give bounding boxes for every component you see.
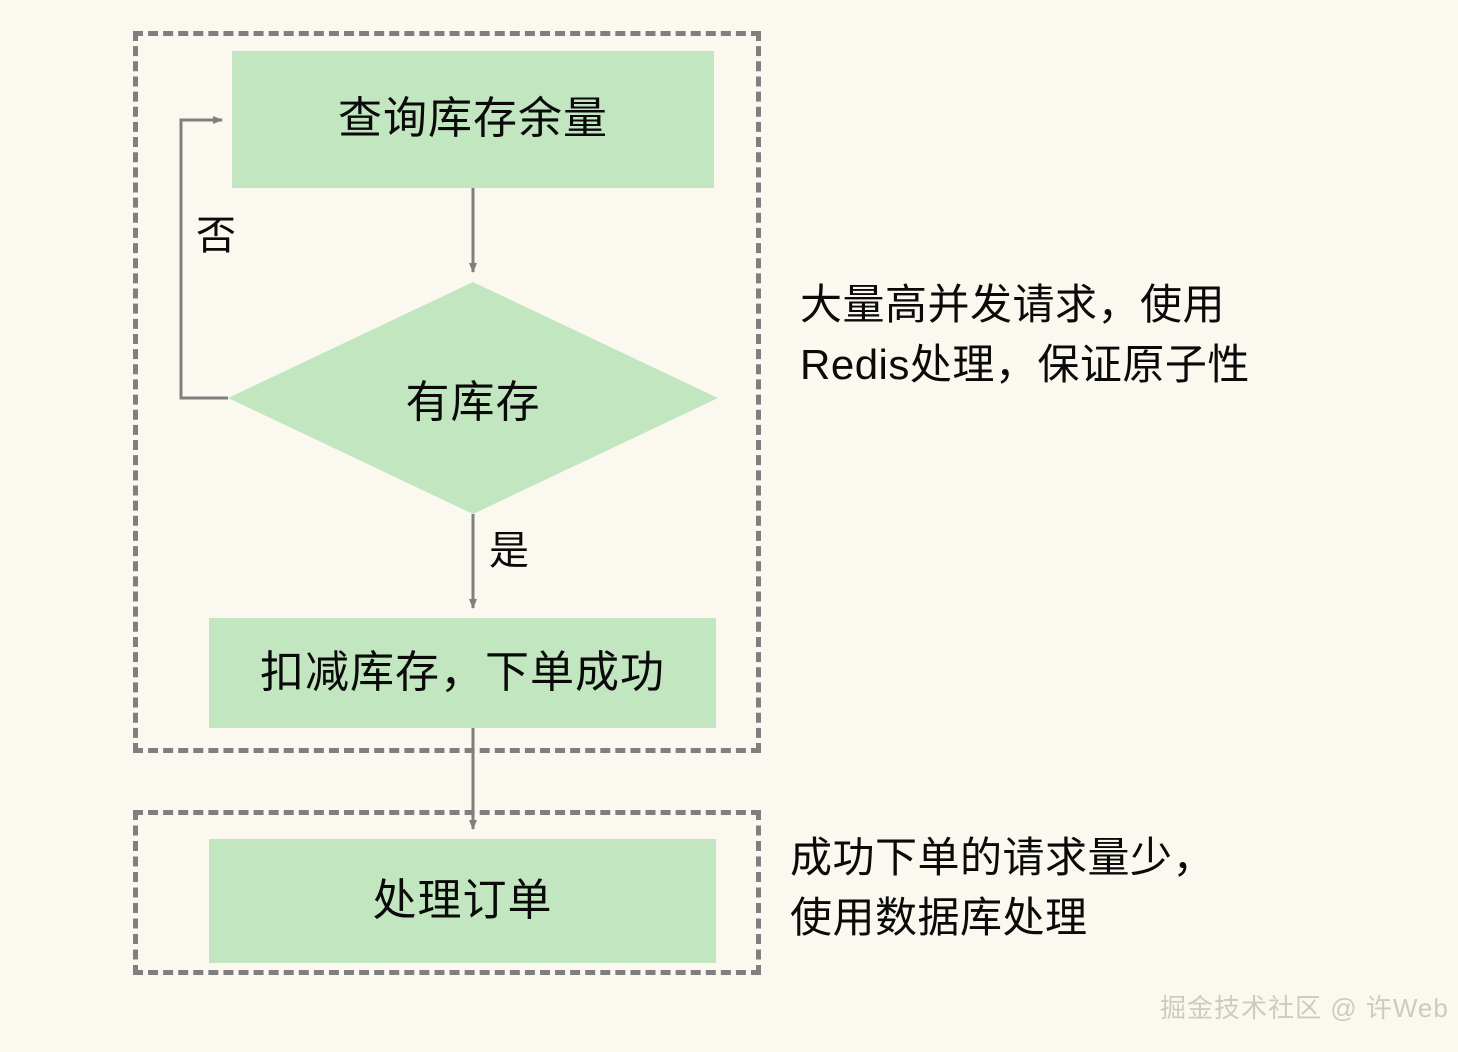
watermark: 掘金技术社区 @ 许Web — [1160, 993, 1449, 1023]
node-has-stock[interactable]: 有库存 — [228, 282, 718, 514]
annotation-redis: 大量高并发请求，使用 Redis处理，保证原子性 — [800, 281, 1250, 388]
annotation-database: 成功下单的请求量少， 使用数据库处理 — [790, 834, 1216, 941]
node-query-stock-label: 查询库存余量 — [338, 94, 608, 144]
group-region-redis — [133, 31, 761, 753]
node-has-stock-label: 有库存 — [405, 378, 541, 427]
node-query-stock[interactable]: 查询库存余量 — [232, 51, 714, 188]
edge-label-yes: 是 — [489, 529, 529, 573]
node-deduct-stock[interactable]: 扣减库存，下单成功 — [209, 618, 716, 728]
group-region-database — [133, 810, 761, 975]
node-deduct-stock-label: 扣减库存，下单成功 — [260, 647, 665, 697]
edge-label-no: 否 — [196, 214, 236, 258]
node-handle-order-label: 处理订单 — [372, 875, 553, 925]
node-handle-order[interactable]: 处理订单 — [209, 839, 716, 963]
